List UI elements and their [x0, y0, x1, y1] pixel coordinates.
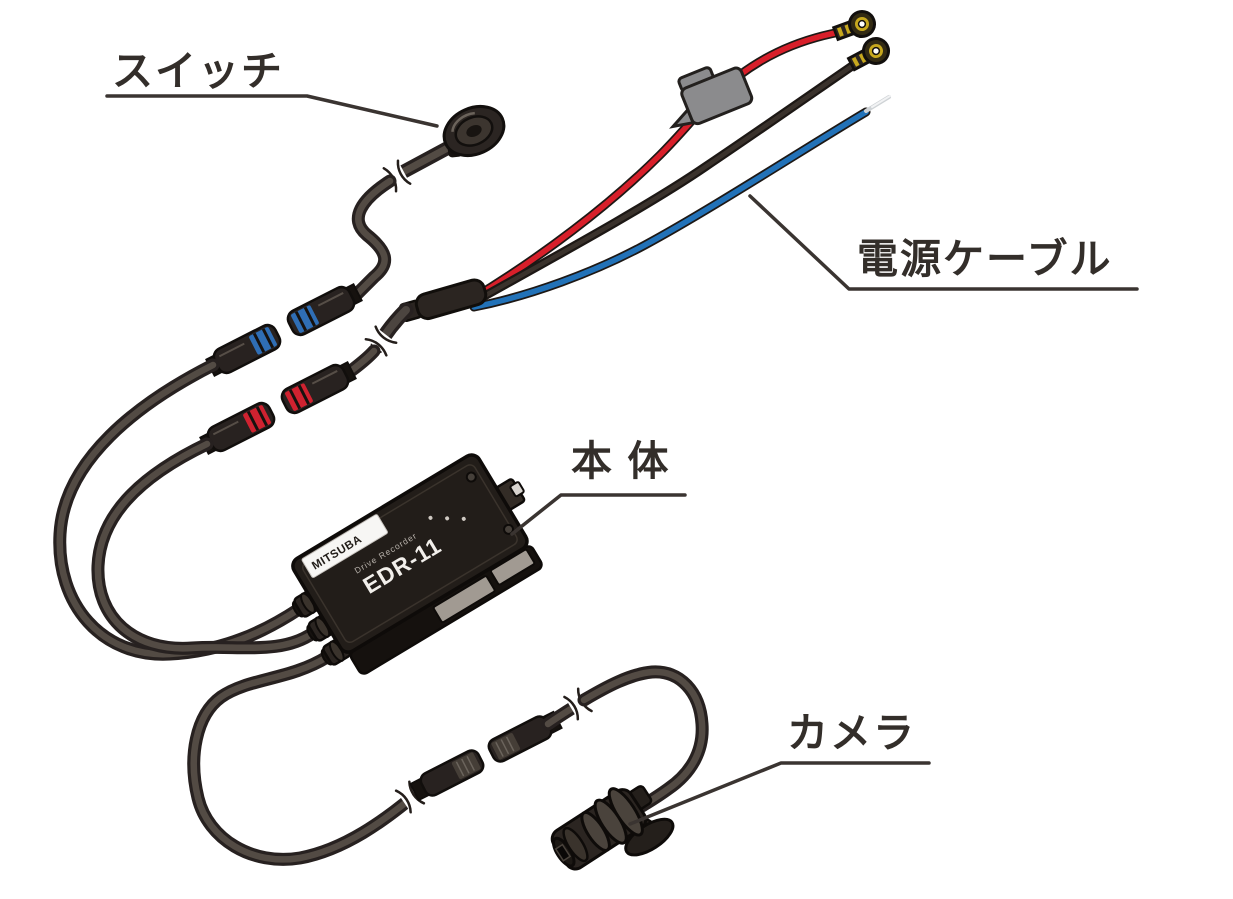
blue-wire-stripped-tip [864, 95, 891, 113]
connector-camera-female [409, 749, 485, 802]
unit-top-face [291, 453, 529, 654]
black-wire [467, 59, 860, 308]
fuse-holder [669, 66, 754, 129]
ring-terminal-black [846, 37, 890, 72]
ring-terminal-red [831, 10, 876, 42]
main-unit: MITSUBA Drive Recorder EDR-11 [291, 453, 543, 675]
switch-cable-stem [347, 137, 462, 304]
camera-cable-tail [541, 665, 709, 813]
power-harness [340, 302, 414, 381]
main-unit-leader-line [510, 493, 687, 536]
switch-button [442, 104, 506, 158]
connector-blue-male [286, 283, 363, 337]
switch-leader-line [105, 94, 439, 128]
cable-junction-sleeve [399, 278, 488, 323]
power-cable-leader-line [748, 194, 1139, 291]
power-cable-wires [465, 27, 891, 312]
switch-label: スイッチ [112, 48, 284, 94]
camera-leader-line [628, 761, 931, 826]
main-unit-label: 本 体 [571, 438, 670, 484]
camera-cable [187, 650, 430, 866]
callouts: スイッチ 電源ケーブル 本 体 カメラ [105, 48, 1139, 826]
camera-label: カメラ [787, 710, 916, 756]
power-cable-loop [91, 437, 320, 655]
camera [550, 785, 675, 871]
power-cable-label: 電源ケーブル [857, 236, 1113, 282]
connector-red-male [280, 361, 357, 415]
unit-screw [465, 471, 477, 483]
connector-blue-female [205, 323, 282, 377]
unit-label-band [301, 514, 388, 578]
